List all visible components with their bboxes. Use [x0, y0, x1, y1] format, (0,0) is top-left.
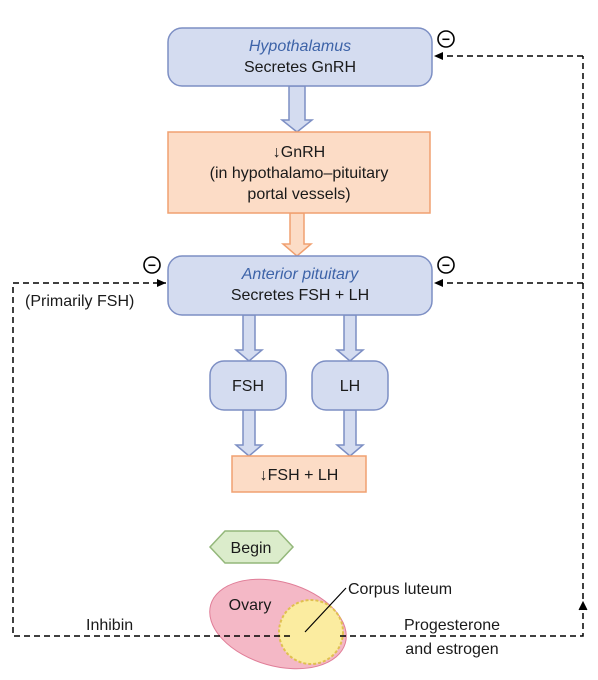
arrow-fsh-to-box [233, 409, 265, 457]
progesterone-label: Progesterone [404, 617, 500, 634]
inhibit-icon: − [437, 30, 455, 48]
ovary-label: Ovary [229, 597, 272, 614]
fsh-lh-decrease-label: ↓FSH + LH [260, 467, 339, 484]
hypothalamus-title: Hypothalamus [249, 38, 351, 55]
arrow-gnrh-to-pituitary [280, 212, 314, 257]
inhibit-icon: − [143, 256, 161, 274]
inhibit-symbol-pituitary-right: − [442, 257, 450, 273]
corpus-luteum-label: Corpus luteum [348, 581, 452, 598]
arrow-pituitary-to-lh [334, 314, 366, 362]
inhibit-symbol-hypothalamus: − [442, 31, 450, 47]
lh-label: LH [340, 378, 360, 395]
fsh-box: FSH [209, 360, 287, 411]
arrow-hypothalamus-to-gnrh [279, 85, 315, 133]
feedback-arrowhead-up [578, 600, 588, 611]
gnrh-box: ↓GnRH (in hypothalamo–pituitary portal v… [167, 131, 431, 214]
anterior-pituitary-box: Anterior pituitary Secretes FSH + LH [167, 255, 433, 316]
inhibin-label: Inhibin [86, 617, 133, 634]
begin-marker: Begin [208, 530, 295, 564]
gnrh-line1: ↓GnRH [273, 144, 325, 161]
hypothalamus-subtitle: Secretes GnRH [244, 59, 356, 76]
feedback-line-inhibin [12, 279, 290, 637]
pituitary-subtitle: Secretes FSH + LH [231, 287, 369, 304]
pituitary-title: Anterior pituitary [241, 266, 359, 283]
hypothalamus-box: Hypothalamus Secretes GnRH [167, 27, 433, 87]
estrogen-label: and estrogen [405, 641, 498, 658]
corpus-luteum [278, 599, 344, 665]
fsh-lh-decrease-box: ↓FSH + LH [231, 455, 367, 493]
arrow-lh-to-box [334, 409, 366, 457]
inhibit-icon: − [437, 256, 455, 274]
feedback-line-progesterone [340, 56, 584, 637]
primarily-fsh-label: (Primarily FSH) [25, 293, 134, 310]
gnrh-line3: portal vessels) [247, 186, 350, 203]
lh-box: LH [311, 360, 389, 411]
gnrh-line2: (in hypothalamo–pituitary [210, 165, 389, 182]
inhibit-symbol-pituitary-left: − [148, 257, 156, 273]
begin-label: Begin [231, 540, 272, 557]
fsh-label: FSH [232, 378, 264, 395]
arrow-pituitary-to-fsh [233, 314, 265, 362]
corpus-luteum-pointer [304, 587, 347, 633]
